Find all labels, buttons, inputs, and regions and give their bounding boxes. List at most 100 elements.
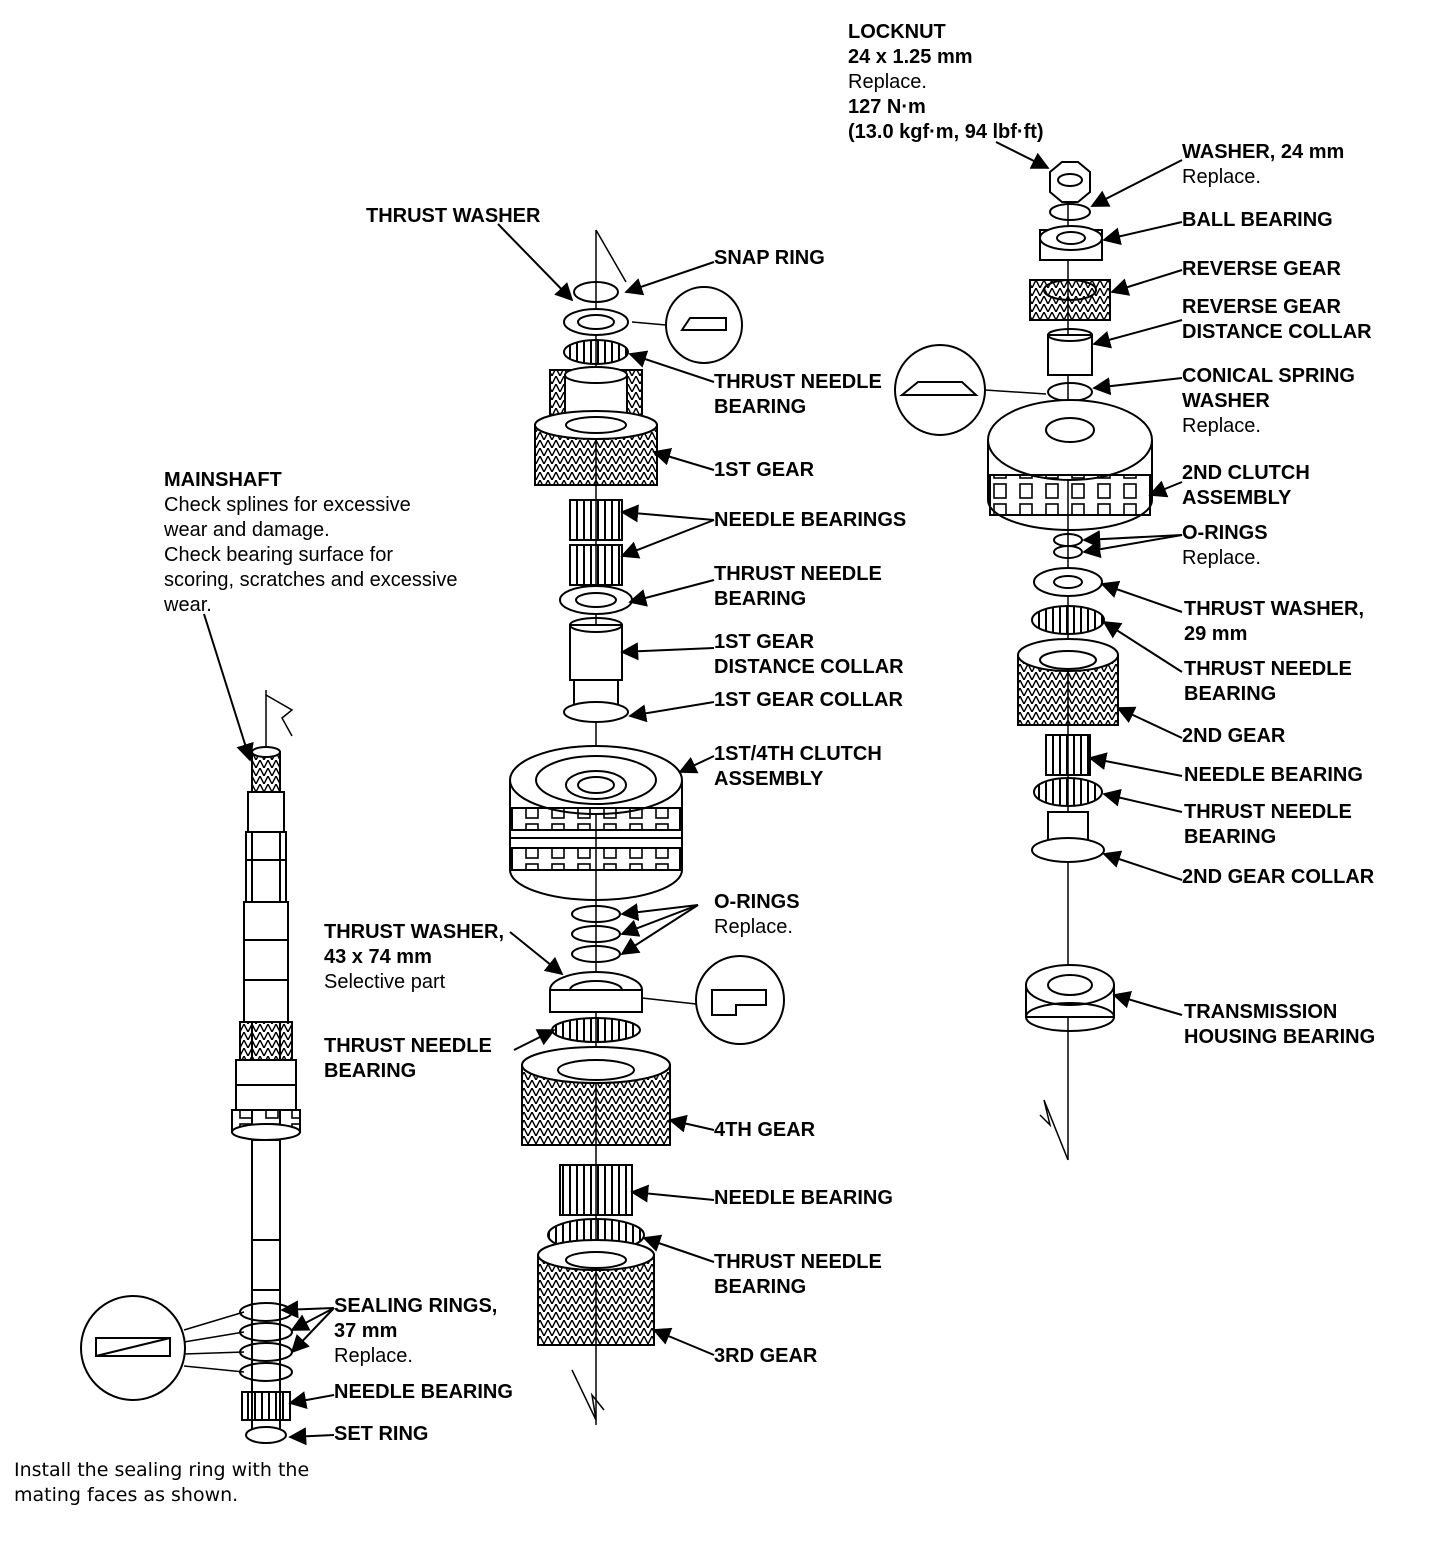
thrust-needle-4-line: THRUST NEEDLE — [714, 1251, 882, 1273]
reverse-collar-line: REVERSE GEAR — [1182, 296, 1341, 318]
thrust-needle-3-line: THRUST NEEDLE — [324, 1035, 492, 1057]
mainshaft-line: scoring, scratches and excessive — [164, 569, 458, 591]
conical-washer-line: CONICAL SPRING — [1182, 365, 1355, 387]
mainshaft-label: MAINSHAFT Check splines for excessive we… — [164, 468, 457, 618]
washer-24-title: WASHER, 24 mm — [1182, 141, 1345, 163]
needle-bearing-right-label: NEEDLE BEARING — [1184, 763, 1363, 788]
reverse-collar-line: DISTANCE COLLAR — [1182, 321, 1372, 343]
sealing-rings-note: Replace. — [334, 1345, 413, 1367]
mainshaft-line: wear. — [164, 594, 212, 616]
needle-bearing-center-text: NEEDLE BEARING — [714, 1187, 893, 1209]
locknut-note: Replace. — [848, 71, 927, 93]
thrust-needle-r2-line: BEARING — [1184, 826, 1277, 848]
reverse-gear-label: REVERSE GEAR — [1182, 257, 1341, 282]
washer-24-note: Replace. — [1182, 166, 1261, 188]
fourth-gear-text: 4TH GEAR — [714, 1119, 816, 1141]
thrust-needle-2-line: THRUST NEEDLE — [714, 563, 882, 585]
o-rings-right-note: Replace. — [1182, 547, 1261, 569]
locknut-torque-alt: (13.0 kgf·m, 94 lbf·ft) — [848, 121, 1044, 143]
first-gear-text: 1ST GEAR — [714, 459, 815, 481]
first-gear-label: 1ST GEAR — [714, 458, 814, 483]
conical-washer-note: Replace. — [1182, 415, 1261, 437]
install-note-line: mating faces as shown. — [14, 1484, 239, 1506]
second-gear-collar-text: 2ND GEAR COLLAR — [1182, 866, 1375, 888]
mainshaft-line: Check bearing surface for — [164, 544, 394, 566]
first-gear-collar-label: 1ST GEAR COLLAR — [714, 688, 903, 713]
thrust-washer-43-note: Selective part — [324, 971, 446, 993]
thrust-needle-r2-label: THRUST NEEDLE BEARING — [1184, 800, 1352, 850]
thrust-needle-r2-line: THRUST NEEDLE — [1184, 801, 1352, 823]
second-gear-text: 2ND GEAR — [1182, 725, 1286, 747]
thrust-needle-4-line: BEARING — [714, 1276, 807, 1298]
housing-bearing-line: HOUSING BEARING — [1184, 1026, 1376, 1048]
thrust-washer-29-label: THRUST WASHER, 29 mm — [1184, 597, 1364, 647]
needle-bearing-left-text: NEEDLE BEARING — [334, 1381, 513, 1403]
o-rings-center-label: O-RINGS Replace. — [714, 890, 800, 940]
o-rings-right-label: O-RINGS Replace. — [1182, 521, 1268, 571]
clutch-2-line: ASSEMBLY — [1182, 487, 1292, 509]
thrust-needle-3-line: BEARING — [324, 1060, 417, 1082]
thrust-washer-29-size: 29 mm — [1184, 623, 1248, 645]
snap-ring-inset — [631, 286, 743, 364]
locknut-title: LOCKNUT — [848, 21, 946, 43]
thrust-washer-43-title: THRUST WASHER, — [324, 921, 504, 943]
o-rings-right-title: O-RINGS — [1182, 522, 1268, 544]
thrust-washer-29-title: THRUST WASHER, — [1184, 598, 1364, 620]
locknut-label: LOCKNUT 24 x 1.25 mm Replace. 127 N·m (1… — [848, 20, 1044, 145]
sealing-ring-inset — [80, 1295, 245, 1401]
thrust-washer-43-label: THRUST WASHER, 43 x 74 mm Selective part — [324, 920, 504, 995]
needle-bearing-center-label: NEEDLE BEARING — [714, 1186, 893, 1211]
thrust-washer-top-label: THRUST WASHER — [366, 204, 540, 229]
locknut-torque: 127 N·m — [848, 96, 926, 118]
conical-washer-line: WASHER — [1182, 390, 1270, 412]
mainshaft-drawing — [231, 690, 301, 1444]
needle-bearings-label: NEEDLE BEARINGS — [714, 508, 906, 533]
set-ring-text: SET RING — [334, 1423, 429, 1445]
needle-bearing-right-text: NEEDLE BEARING — [1184, 764, 1363, 786]
reverse-collar-label: REVERSE GEAR DISTANCE COLLAR — [1182, 295, 1372, 345]
needle-bearing-left-label: NEEDLE BEARING — [334, 1380, 513, 1405]
thrust-needle-r1-label: THRUST NEEDLE BEARING — [1184, 657, 1352, 707]
fourth-gear-label: 4TH GEAR — [714, 1118, 815, 1143]
thrust-needle-4-label: THRUST NEEDLE BEARING — [714, 1250, 882, 1300]
needle-bearings-text: NEEDLE BEARINGS — [714, 509, 907, 531]
thrust-needle-1-line: THRUST NEEDLE — [714, 371, 882, 393]
thrust-washer-inset — [641, 955, 785, 1045]
install-note-line: Install the sealing ring with the — [14, 1459, 310, 1481]
thrust-needle-2-label: THRUST NEEDLE BEARING — [714, 562, 882, 612]
ball-bearing-label: BALL BEARING — [1182, 208, 1333, 233]
ball-bearing-text: BALL BEARING — [1182, 209, 1333, 231]
sealing-rings-size: 37 mm — [334, 1320, 398, 1342]
o-rings-center-title: O-RINGS — [714, 891, 800, 913]
clutch-1-4-line: 1ST/4TH CLUTCH — [714, 743, 882, 765]
housing-bearing-label: TRANSMISSION HOUSING BEARING — [1184, 1000, 1375, 1050]
snap-ring-label: SNAP RING — [714, 246, 825, 271]
thrust-needle-1-label: THRUST NEEDLE BEARING — [714, 370, 882, 420]
center-stack-drawing — [509, 229, 683, 1425]
mainshaft-line: Check splines for excessive — [164, 494, 411, 516]
o-rings-center-note: Replace. — [714, 916, 793, 938]
second-gear-collar-label: 2ND GEAR COLLAR — [1182, 865, 1374, 890]
housing-bearing-line: TRANSMISSION — [1184, 1001, 1338, 1023]
leader-arrows — [203, 141, 1183, 1446]
conical-washer-label: CONICAL SPRING WASHER Replace. — [1182, 364, 1355, 439]
third-gear-label: 3RD GEAR — [714, 1344, 817, 1369]
thrust-needle-r1-line: THRUST NEEDLE — [1184, 658, 1352, 680]
second-gear-label: 2ND GEAR — [1182, 724, 1285, 749]
conical-washer-inset — [894, 344, 1047, 436]
reverse-gear-text: REVERSE GEAR — [1182, 258, 1341, 280]
thrust-needle-r1-line: BEARING — [1184, 683, 1277, 705]
install-note: Install the sealing ring with the mating… — [14, 1458, 309, 1508]
sealing-rings-title: SEALING RINGS, — [334, 1295, 498, 1317]
locknut-size: 24 x 1.25 mm — [848, 46, 973, 68]
thrust-needle-3-label: THRUST NEEDLE BEARING — [324, 1034, 492, 1084]
first-gear-distance-collar-label: 1ST GEAR DISTANCE COLLAR — [714, 630, 904, 680]
mainshaft-title: MAINSHAFT — [164, 469, 282, 491]
thrust-washer-top-text: THRUST WASHER — [366, 205, 541, 227]
right-stack-drawing — [987, 161, 1153, 1161]
first-gear-collar-text: 1ST GEAR COLLAR — [714, 689, 903, 711]
thrust-needle-2-line: BEARING — [714, 588, 807, 610]
clutch-2-label: 2ND CLUTCH ASSEMBLY — [1182, 461, 1310, 511]
